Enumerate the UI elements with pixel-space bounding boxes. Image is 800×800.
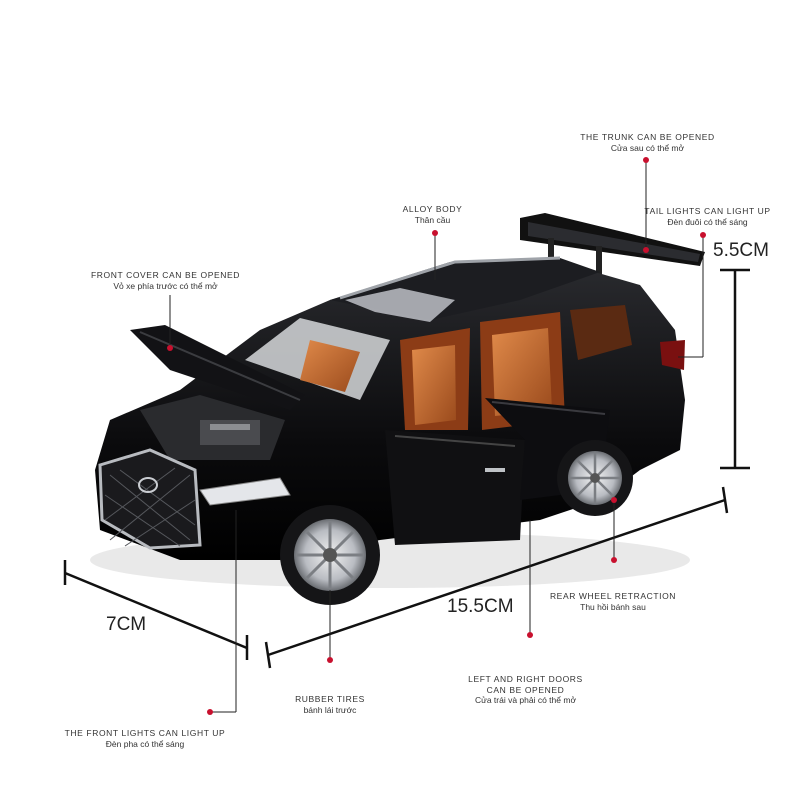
callout-front-cover-vi: Vỏ xe phía trước có thể mở <box>113 280 218 291</box>
rear-wheel <box>557 440 633 516</box>
dimension-lines <box>63 268 750 669</box>
callout-alloy-body: ALLOY BODY Thân cầu <box>385 204 480 225</box>
callout-dots <box>167 157 706 715</box>
dimension-length-label: 15.5CM <box>447 596 514 617</box>
callout-front-lights-vi: Đèn pha có thể sáng <box>105 738 185 749</box>
front-wheel <box>280 505 380 605</box>
callout-rear-wheel: REAR WHEEL RETRACTION Thu hồi bánh sau <box>548 591 678 612</box>
roof-rail <box>339 256 561 300</box>
headlight <box>199 477 291 506</box>
quarter-window <box>570 305 632 360</box>
dimension-height-label: 5.5CM <box>713 240 769 261</box>
callout-tail-lights: TAIL LIGHTS CAN LIGHT UP Đèn đuôi có thể… <box>640 206 775 227</box>
callout-front-lights-en: THE FRONT LIGHTS CAN LIGHT UP <box>64 728 226 738</box>
callout-rubber-tires-vi: bánh lái trước <box>303 704 357 715</box>
open-trunk-lid <box>520 213 705 276</box>
taillight <box>660 340 685 370</box>
callout-tail-lights-vi: Đèn đuôi có thể sáng <box>667 216 748 227</box>
callout-front-cover: FRONT COVER CAN BE OPENED Vỏ xe phía trư… <box>88 270 243 291</box>
sunroof <box>345 288 455 322</box>
callout-leaders <box>169 160 704 713</box>
callout-rubber-tires: RUBBER TIRES bánh lái trước <box>285 694 375 715</box>
callout-front-lights: THE FRONT LIGHTS CAN LIGHT UP Đèn pha có… <box>60 728 230 749</box>
callout-alloy-body-vi: Thân cầu <box>414 214 451 225</box>
dimension-width-label: 7CM <box>106 614 147 635</box>
callout-doors: LEFT AND RIGHT DOORS CAN BE OPENED Cửa t… <box>463 674 588 706</box>
callout-alloy-body-en: ALLOY BODY <box>402 204 463 214</box>
callout-rear-wheel-vi: Thu hồi bánh sau <box>580 601 646 612</box>
callout-trunk-en: THE TRUNK CAN BE OPENED <box>580 132 715 142</box>
callout-trunk: THE TRUNK CAN BE OPENED Cửa sau có thể m… <box>575 132 720 153</box>
callout-front-cover-en: FRONT COVER CAN BE OPENED <box>91 270 240 280</box>
callout-doors-en2: CAN BE OPENED <box>486 684 565 695</box>
callout-rubber-tires-en: RUBBER TIRES <box>295 694 365 704</box>
callout-tail-lights-en: TAIL LIGHTS CAN LIGHT UP <box>644 206 771 216</box>
spindle-grille <box>98 448 202 550</box>
callout-doors-en: LEFT AND RIGHT DOORS <box>468 674 583 684</box>
front-door-open <box>385 430 525 545</box>
callout-rear-wheel-en: REAR WHEEL RETRACTION <box>549 591 677 601</box>
callout-trunk-vi: Cửa sau có thể mở <box>610 142 685 153</box>
callout-doors-vi: Cửa trái và phải có thể mở <box>474 695 577 706</box>
